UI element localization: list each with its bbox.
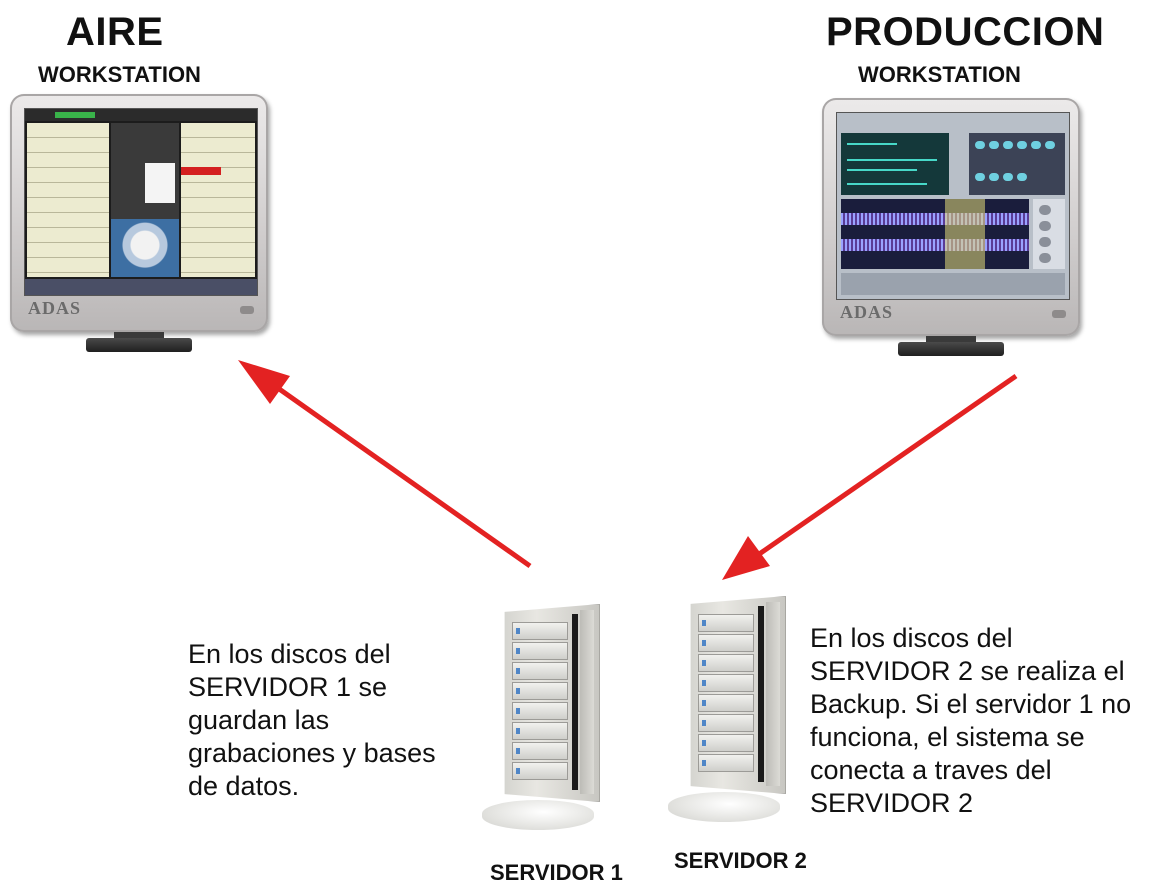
arrow-servidor1-to-aire [238,360,532,569]
produccion-screen [836,112,1070,300]
description-line: SERVIDOR 1 se [188,672,388,702]
transport-bar [25,279,257,295]
description-line: SERVIDOR 2 se realiza el [810,656,1125,686]
info-display [841,133,949,195]
description-line: conecta a traves del [810,755,1052,785]
servidor2-description: En los discos del SERVIDOR 2 se realiza … [810,622,1131,820]
server-base [668,792,780,822]
produccion-subtitle: WORKSTATION [858,62,1021,87]
servidor1-tower [482,604,600,836]
description-line: SERVIDOR 2 [810,788,974,818]
description-line: En los discos del [810,623,1013,653]
servidor1-description: En los discos del SERVIDOR 1 se guardan … [188,638,436,803]
produccion-brand-logo: ADAS [840,302,894,322]
knob-panel [969,133,1065,195]
servidor2-tower [668,596,786,828]
drive-bay-rail [572,614,578,790]
active-item-highlight [181,167,221,175]
monitor-neck [926,336,976,346]
monitor-stand [86,338,192,352]
power-button-icon [240,306,254,314]
power-button-icon [1052,310,1066,318]
description-line: grabaciones y bases [188,738,436,768]
aire-brand-logo: ADAS [28,298,82,318]
description-line: guardan las [188,705,330,735]
drive-bay-rail [758,606,764,782]
astronaut-image [111,219,179,277]
aire-screen [24,108,258,296]
servidor2-label: SERVIDOR 2 [674,848,807,873]
monitor-stand [898,342,1004,356]
description-line: de datos. [188,771,300,801]
aire-monitor: ADAS [10,94,268,352]
description-line: En los discos del [188,639,391,669]
monitor-neck [114,332,164,342]
aire-subtitle: WORKSTATION [38,62,201,87]
playlist-panel-left [27,123,109,277]
produccion-monitor: ADAS [822,98,1080,356]
aire-title: AIRE [66,10,164,54]
bottom-controls [841,273,1065,295]
servidor1-label: SERVIDOR 1 [490,860,623,885]
arrow-produccion-to-servidor2 [722,373,1018,580]
control-panel [111,123,179,219]
waveform-editor [841,199,1029,269]
side-controls [1033,199,1065,269]
screen-toolbar [25,109,257,121]
description-line: funciona, el sistema se [810,722,1085,752]
produccion-title: PRODUCCION [826,10,1105,54]
description-line: Backup. Si el servidor 1 no [810,689,1132,719]
playlist-panel-right [181,123,255,277]
server-base [482,800,594,830]
